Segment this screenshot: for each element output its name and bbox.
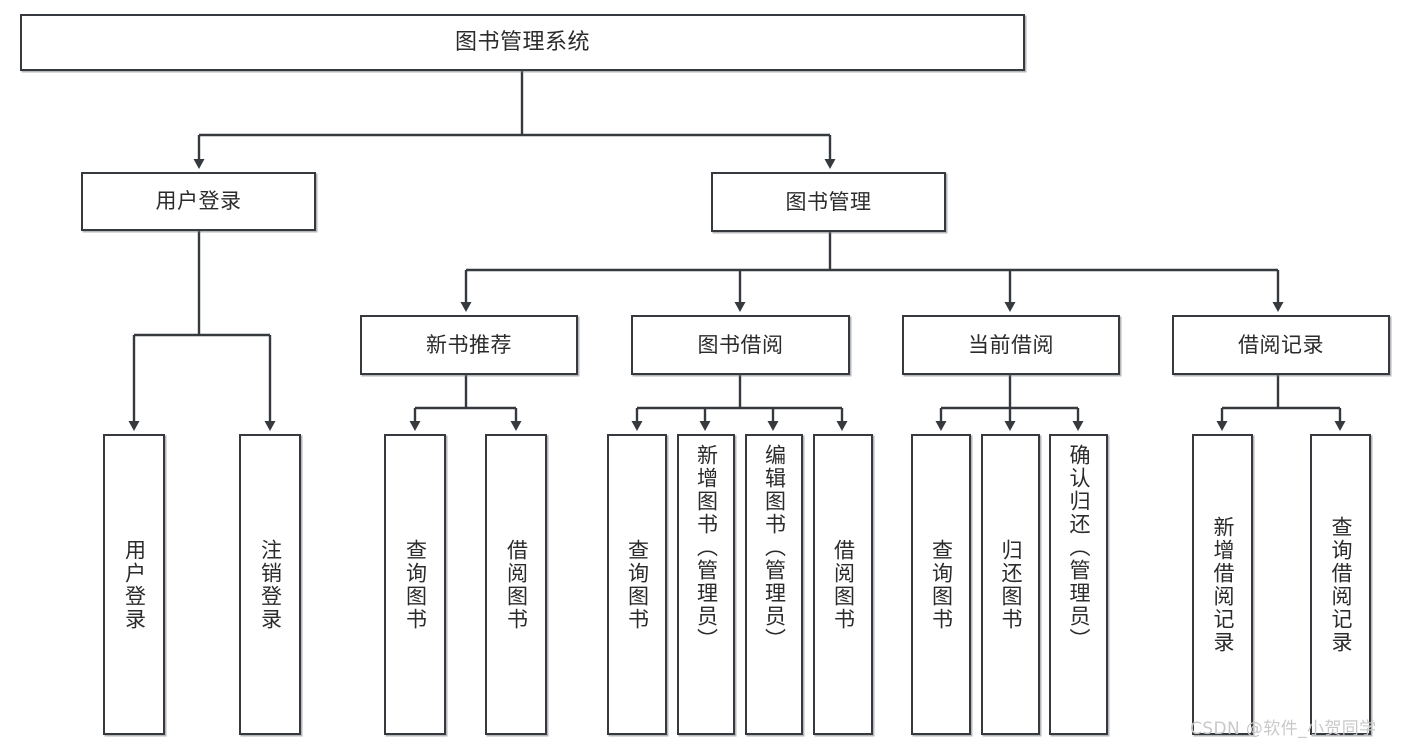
node-label: 图书管理 xyxy=(785,189,872,214)
node-label: 新书推荐 xyxy=(426,332,512,357)
leaf-return-book[interactable]: 归还图书 xyxy=(981,434,1040,735)
node-label: 用户登录 xyxy=(155,189,242,214)
leaf-borrow-book-1[interactable]: 借阅图书 xyxy=(485,434,547,735)
node-label: 用户登录 xyxy=(122,538,147,631)
leaf-query-book-2[interactable]: 查询图书 xyxy=(607,434,667,735)
leaf-user-logout[interactable]: 注销登录 xyxy=(239,434,301,735)
node-label: 确认归还（管理员） xyxy=(1067,444,1091,651)
node-label: 图书管理系统 xyxy=(454,29,590,55)
node-label: 新增借阅记录 xyxy=(1211,515,1235,654)
node-label: 新增图书（管理员） xyxy=(694,444,719,651)
node-new-book-rec[interactable]: 新书推荐 xyxy=(360,315,578,375)
node-label: 借阅图书 xyxy=(504,538,529,631)
leaf-user-login[interactable]: 用户登录 xyxy=(103,434,165,735)
node-root-system[interactable]: 图书管理系统 xyxy=(20,14,1025,71)
leaf-query-book-1[interactable]: 查询图书 xyxy=(384,434,446,735)
leaf-query-book-3[interactable]: 查询图书 xyxy=(911,434,971,735)
watermark-text: CSDN @软件_小贺同学 xyxy=(1190,719,1377,739)
node-label: 归还图书 xyxy=(999,538,1023,631)
node-current-borrow[interactable]: 当前借阅 xyxy=(902,315,1120,375)
leaf-add-record[interactable]: 新增借阅记录 xyxy=(1192,434,1253,735)
node-book-manage[interactable]: 图书管理 xyxy=(711,172,946,232)
node-label: 查询图书 xyxy=(403,538,428,631)
leaf-edit-book[interactable]: 编辑图书（管理员） xyxy=(745,434,803,735)
node-label: 借阅图书 xyxy=(831,538,856,631)
node-label: 编辑图书（管理员） xyxy=(762,444,787,651)
node-label: 查询借阅记录 xyxy=(1329,515,1353,654)
leaf-borrow-book-2[interactable]: 借阅图书 xyxy=(813,434,873,735)
node-user-login[interactable]: 用户登录 xyxy=(81,172,316,231)
node-book-borrow[interactable]: 图书借阅 xyxy=(631,315,850,375)
node-label: 借阅记录 xyxy=(1238,332,1324,357)
leaf-confirm-return[interactable]: 确认归还（管理员） xyxy=(1049,434,1108,735)
node-borrow-record[interactable]: 借阅记录 xyxy=(1172,315,1390,375)
node-label: 注销登录 xyxy=(258,538,283,631)
node-label: 图书借阅 xyxy=(697,332,784,357)
node-label: 当前借阅 xyxy=(968,332,1054,357)
leaf-add-book[interactable]: 新增图书（管理员） xyxy=(677,434,735,735)
node-label: 查询图书 xyxy=(625,538,650,631)
leaf-query-record[interactable]: 查询借阅记录 xyxy=(1310,434,1371,735)
node-label: 查询图书 xyxy=(929,538,954,631)
